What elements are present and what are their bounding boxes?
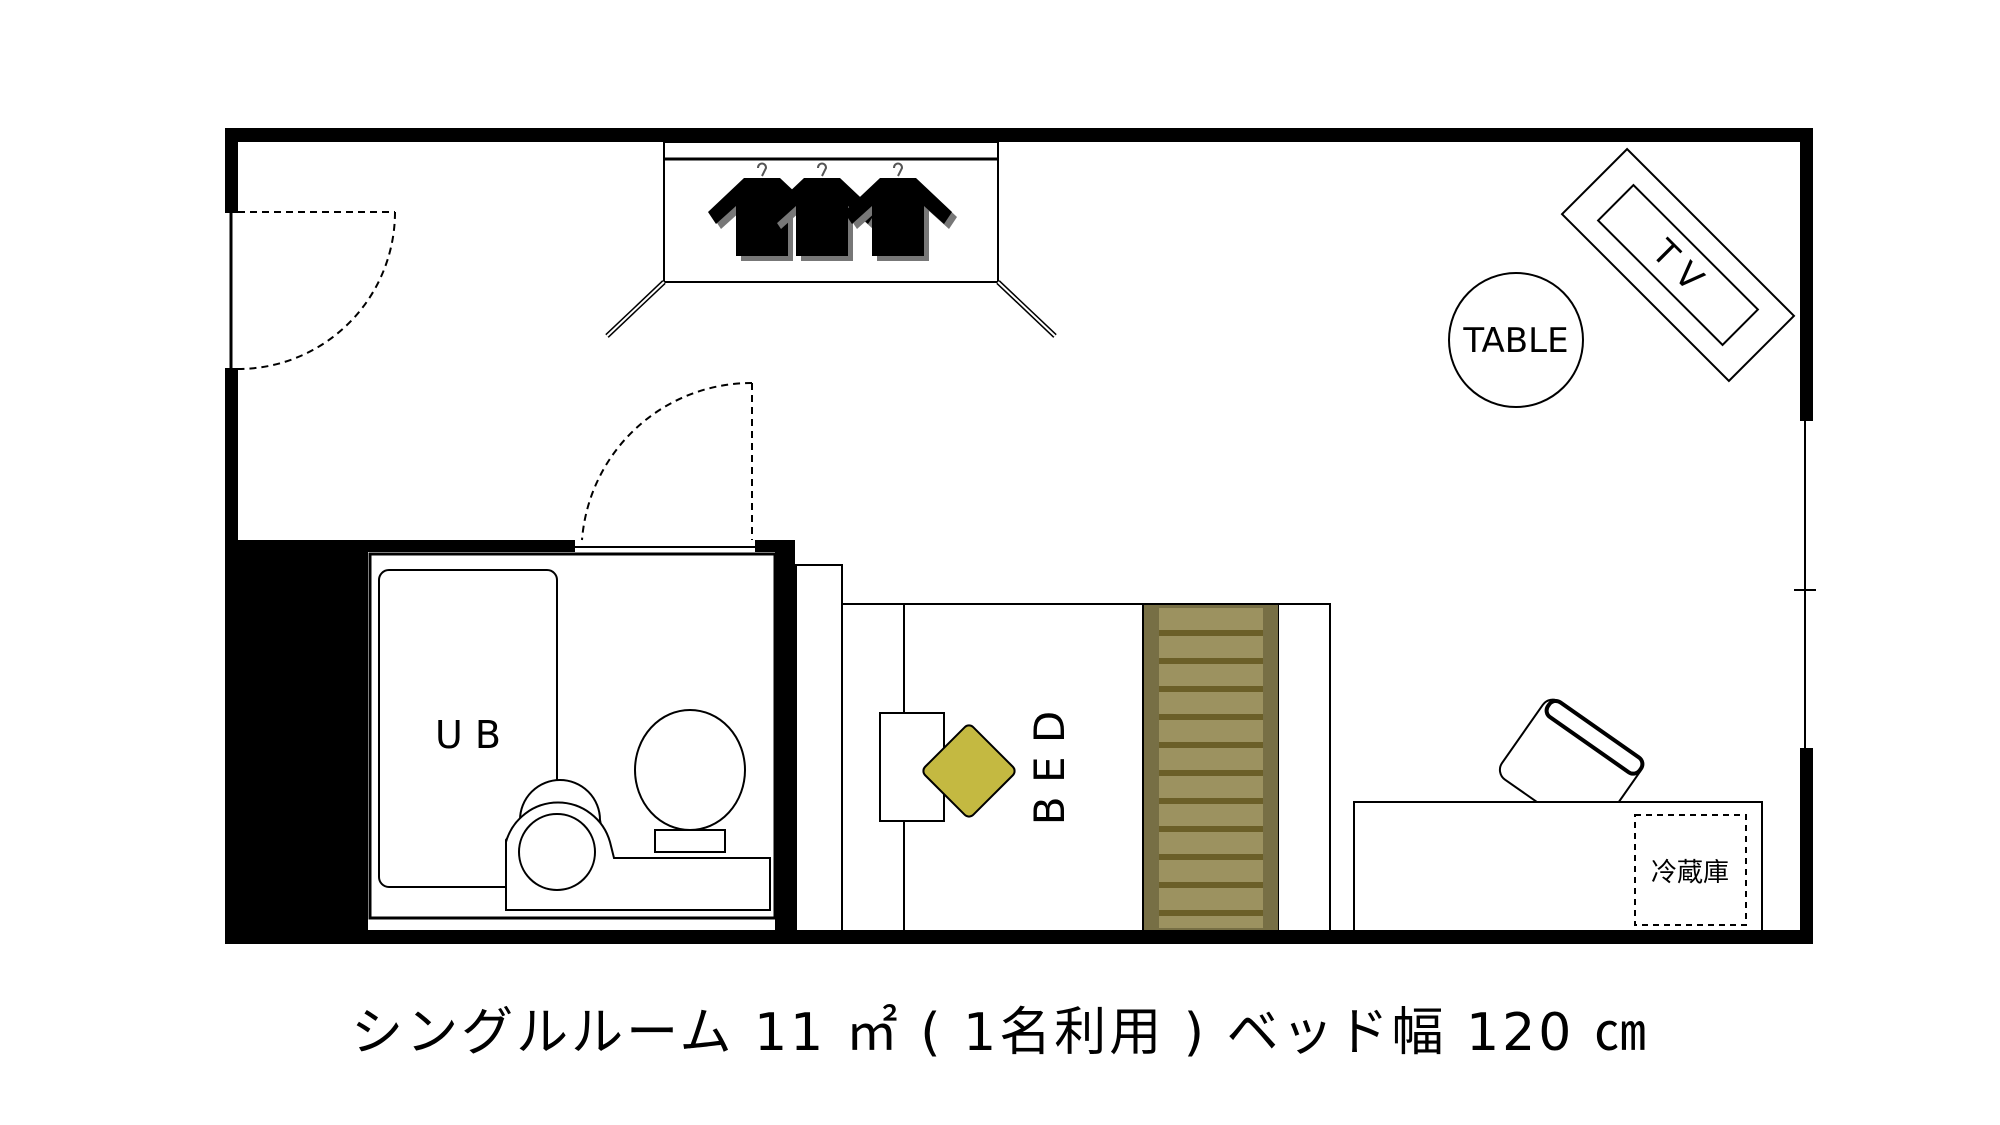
table xyxy=(1448,272,1584,408)
pillow-icon xyxy=(922,724,1016,818)
room-caption: シングルルーム 11 ㎡ ( 1名利用 ) ベッド幅 120 ㎝ xyxy=(351,1003,1649,1063)
tv xyxy=(1560,147,1796,383)
runner-stripe xyxy=(1159,776,1263,798)
runner-stripe xyxy=(1159,720,1263,742)
unit-bath-label: U B xyxy=(435,713,501,757)
runner-stripe xyxy=(1159,770,1263,776)
runner-stripe xyxy=(1159,664,1263,686)
desk xyxy=(1353,698,1763,932)
runner-stripe xyxy=(1159,748,1263,770)
runner-stripe xyxy=(1159,854,1263,860)
runner-stripe xyxy=(1159,692,1263,714)
table-label: TABLE xyxy=(1462,321,1568,361)
fridge-label: 冷蔵庫 xyxy=(1651,858,1729,888)
hanging-clothes-icon xyxy=(708,162,957,261)
runner-stripe xyxy=(1159,686,1263,692)
runner-stripe xyxy=(1159,916,1263,928)
bed-runner xyxy=(1144,605,1278,930)
unit-bath xyxy=(368,552,777,920)
outer-walls xyxy=(225,128,1813,944)
window xyxy=(1794,421,1816,748)
runner-stripe xyxy=(1159,636,1263,658)
runner-stripe xyxy=(1159,826,1263,832)
runner-stripe xyxy=(1159,798,1263,804)
runner-stripe xyxy=(1159,658,1263,664)
runner-stripe xyxy=(1159,832,1263,854)
closet xyxy=(605,141,1057,338)
bathroom-door xyxy=(575,381,755,548)
entrance-door xyxy=(229,211,396,370)
runner-stripe xyxy=(1159,742,1263,748)
runner-stripe xyxy=(1159,888,1263,910)
bed-label: B E D xyxy=(1025,711,1074,825)
runner-stripe xyxy=(1159,608,1263,630)
runner-stripe xyxy=(1159,714,1263,720)
runner-stripe xyxy=(1159,882,1263,888)
runner-stripe xyxy=(1159,910,1263,916)
runner-stripe xyxy=(1159,804,1263,826)
runner-stripe xyxy=(1159,630,1263,636)
runner-stripe xyxy=(1159,860,1263,882)
